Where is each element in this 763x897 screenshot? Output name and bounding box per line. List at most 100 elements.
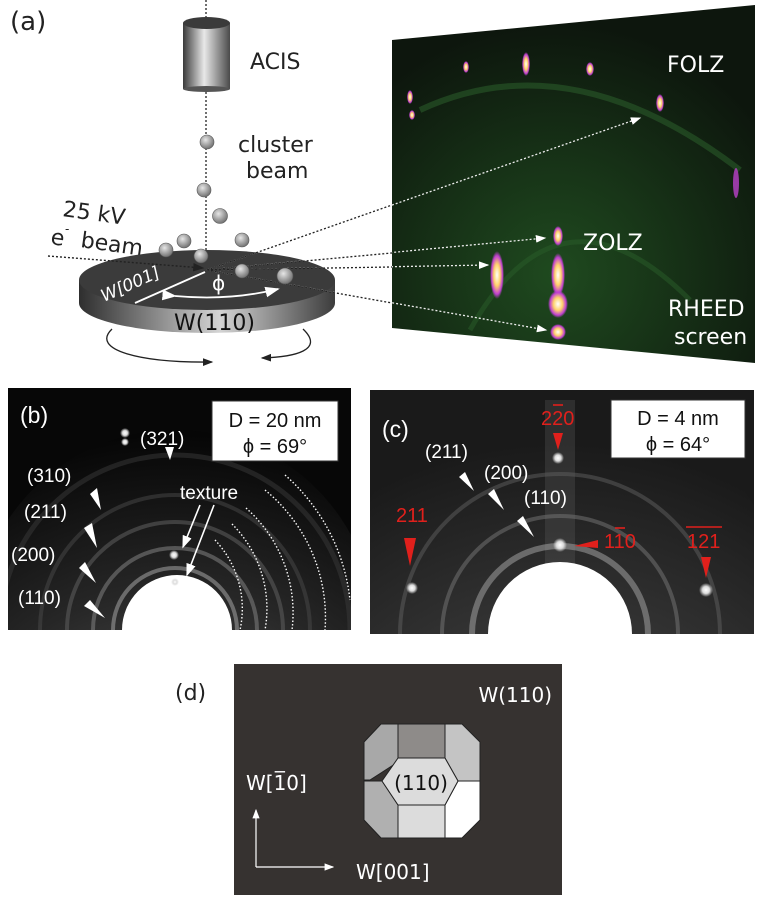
cluster-particle [234, 232, 250, 248]
diffracted-beam-folz-outside [206, 204, 393, 271]
central-beam-blob [488, 562, 632, 634]
rheed-screen: FOLZ ZOLZ RHEED screen [392, 5, 755, 363]
cluster-particle [276, 267, 294, 285]
w110-substrate-label: W(110) [174, 311, 255, 336]
axis-horizontal-label: W[001] [356, 860, 430, 884]
ring-marker-110 [517, 516, 534, 537]
acis-cylinder-top [183, 17, 230, 29]
marker-121 [701, 557, 711, 578]
ring-321 [8, 452, 351, 630]
panel-b-size: D = 20 nm [229, 410, 322, 432]
cluster-shape [363, 723, 481, 839]
facet-110-center [381, 757, 459, 806]
cluster-particle [158, 242, 174, 258]
ring-label-310: (310) [27, 466, 71, 487]
acis-source [183, 17, 230, 92]
marker-211 [404, 538, 416, 566]
zolz-streak [553, 226, 563, 246]
folz-spot [409, 110, 415, 120]
spot-label-220: 220 [541, 408, 574, 430]
facet-top [397, 723, 446, 759]
rotation-arrow-left [106, 328, 214, 367]
cluster-particle [196, 182, 212, 198]
zolz-streak [548, 290, 568, 318]
ring-label-321: (321) [140, 429, 184, 450]
ring-marker-211 [459, 472, 474, 491]
spot-label-110: 110 [604, 531, 636, 553]
texture-arrow-1 [182, 504, 201, 549]
folz-spot [407, 90, 413, 104]
rheed-label: RHEED [668, 297, 745, 322]
folz-spot [656, 94, 664, 112]
cluster-particle [176, 233, 192, 249]
ring-label-211: (211) [24, 502, 67, 523]
cluster-particle [199, 134, 215, 150]
zolz-label: ZOLZ [583, 231, 643, 256]
texture-arrow-2 [186, 504, 215, 577]
panel-b: (b) (321) (310) (211) (200) (110) textur… [8, 388, 351, 630]
axis-vertical-label: W[1̅0] [246, 770, 307, 795]
screen-background [392, 5, 755, 363]
ebeam-e-label: e [49, 225, 66, 252]
ring-marker-200 [488, 489, 504, 510]
ebeam-line [47, 255, 205, 272]
acis-cylinder-body [183, 23, 230, 89]
w110-surface-label: W(110) [478, 683, 552, 707]
clusters [158, 134, 294, 285]
bright-spot [120, 428, 130, 438]
ring-label-200: (200) [11, 545, 55, 566]
spot-211 [406, 582, 418, 594]
panel-b-angle: ϕ = 69° [243, 436, 307, 458]
spot-220 [552, 452, 564, 464]
folz-spot [463, 61, 469, 73]
specular-spot [550, 324, 566, 340]
ring-label-200: (200) [484, 463, 528, 484]
panel-c: (c) (211) (200) (110) 220 211 110 121 D … [370, 390, 754, 634]
specular-beam-outside [206, 269, 393, 304]
ebeam-voltage-label: 25 kV [61, 197, 127, 230]
ring-310 [38, 493, 312, 630]
panel-b-tag: (b) [20, 402, 48, 428]
ring-label-211: (211) [425, 442, 468, 463]
acis-label: ACIS [250, 50, 300, 75]
spot-110 [553, 538, 567, 552]
guide-arc [231, 523, 268, 630]
ring-211 [65, 520, 285, 630]
texture-label: texture [180, 483, 238, 504]
cluster-particle [234, 263, 250, 279]
guide-arc [245, 507, 294, 630]
texture-spot [171, 578, 179, 586]
guide-arc [284, 474, 351, 601]
spot-label-121: 121 [687, 531, 720, 553]
texture-spot [169, 550, 179, 560]
ring-200 [91, 546, 259, 630]
folz-spot [522, 52, 530, 76]
facet-bottom [397, 804, 446, 839]
cluster-particle [212, 208, 228, 224]
folz-label: FOLZ [667, 53, 724, 78]
folz-spot [586, 62, 594, 76]
panel-c-tag: (c) [382, 416, 409, 442]
ring-211 [398, 472, 722, 634]
diffracted-beam-zolz-1-outside [206, 252, 393, 271]
ring-200 [440, 514, 680, 634]
ring-marker-200 [79, 562, 96, 583]
ring-marker-110 [84, 600, 105, 618]
acis-cylinder-bottom [183, 86, 230, 92]
facet-110-label: (110) [394, 771, 448, 795]
marker-110 [574, 540, 598, 548]
folz-spot [733, 168, 739, 198]
cluster-particle [193, 248, 209, 264]
panel-b-infobox [211, 400, 339, 462]
spot-121 [699, 583, 713, 597]
panel-c-angle: ϕ = 64° [646, 434, 710, 456]
marker-220 [553, 433, 563, 450]
spot-label-211: 211 [396, 505, 428, 527]
rotation-arrow-right [260, 328, 312, 362]
zolz-streak [490, 251, 504, 299]
ring-label-110: (110) [524, 488, 567, 509]
screen-label: screen [674, 325, 747, 350]
diffracted-beam-zolz-2-outside [206, 266, 393, 271]
beam-label: beam [246, 159, 308, 184]
